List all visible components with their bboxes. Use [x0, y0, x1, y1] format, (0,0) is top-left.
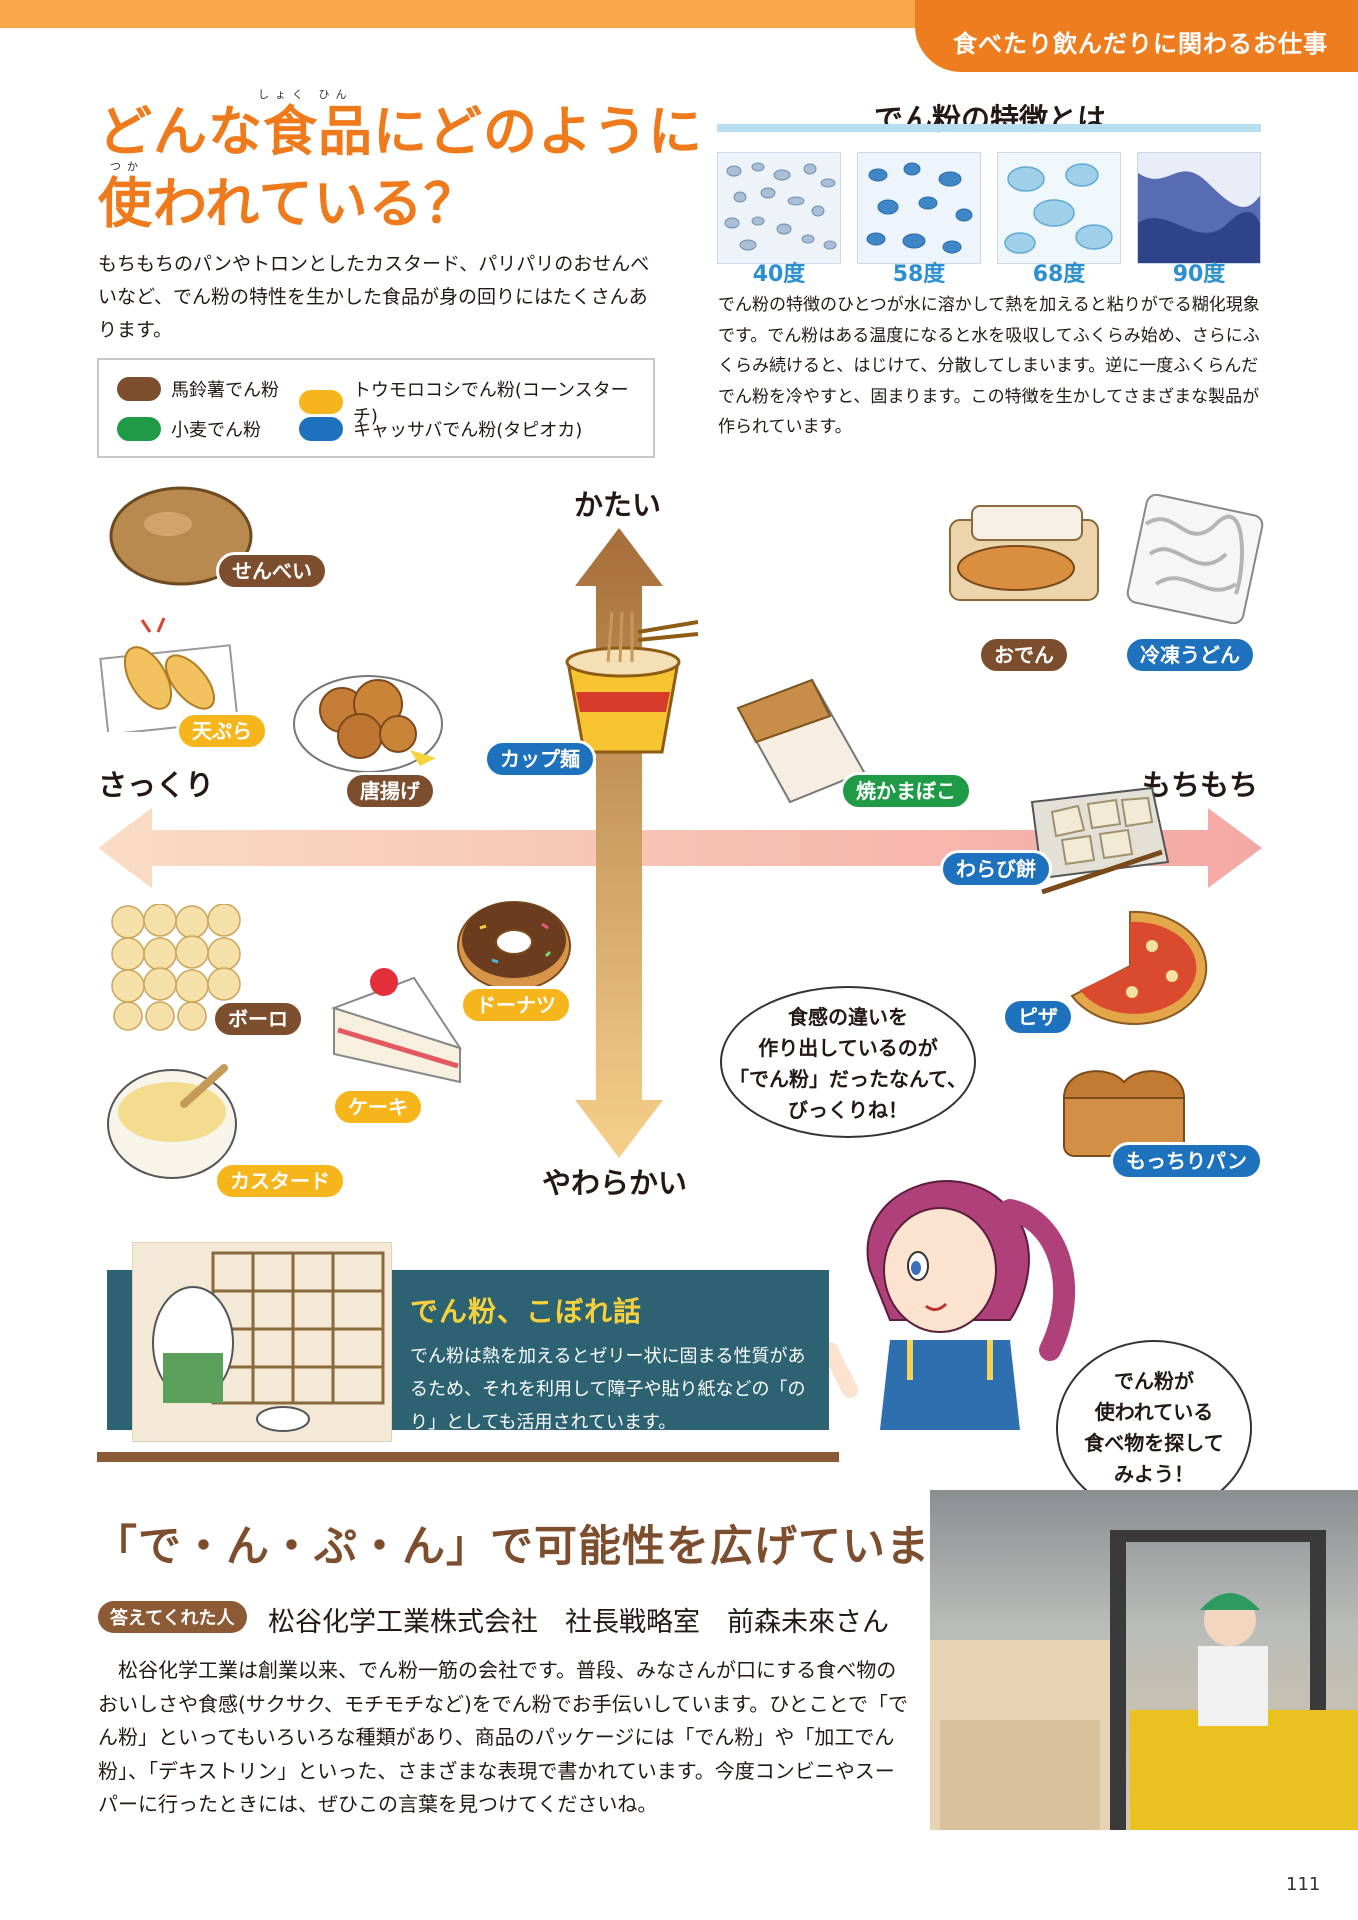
bubble-line: みよう！	[1114, 1462, 1194, 1486]
bubble-line: 作り出しているのが	[758, 1036, 938, 1060]
page-title-line1: どんな食品にどのように	[98, 100, 703, 163]
food-tag-pizza: ピザ	[1002, 998, 1074, 1036]
temp-label-58: 58度	[892, 262, 946, 287]
food-tag-tempura: 天ぷら	[176, 712, 268, 750]
axis-label-crispy: さっくり	[98, 768, 215, 802]
bubble-line: でん粉が	[1114, 1369, 1194, 1393]
respondent-name: 松谷化学工業株式会社 社長戦略室 前森未來さん	[268, 1607, 889, 1638]
food-tag-warabi-mochi: わらび餅	[940, 850, 1052, 888]
bread-illustration	[1062, 1070, 1186, 1157]
temp-label-40: 40度	[752, 262, 806, 287]
oden-illustration	[949, 505, 1099, 601]
forklift-icon	[930, 1530, 1358, 1830]
warabi-mochi-illustration	[1030, 786, 1170, 895]
section2-title-text: 「で・ん・ぷ・ん」で可能性を広げています	[94, 1522, 974, 1572]
legend-label: 小麦でん粉	[171, 420, 261, 441]
bolo-illustration	[111, 904, 241, 1031]
food-tag-bolo: ボーロ	[212, 1000, 304, 1038]
axis-label-soft: やわらかい	[542, 1166, 688, 1200]
section-header: 食べたり飲んだりに関わるお仕事	[915, 0, 1358, 72]
micrograph-icon	[1004, 163, 1113, 254]
pizza-illustration	[1070, 910, 1208, 1025]
bubble-line: 食べ物を探して	[1084, 1431, 1224, 1455]
girl-character-illustration	[822, 1180, 1075, 1430]
section-title: 食べたり飲んだりに関わるお仕事	[953, 30, 1328, 58]
temp-label-90: 90度	[1172, 262, 1226, 287]
forklift-photo	[930, 1490, 1358, 1830]
karaage-illustration	[293, 675, 443, 773]
cake-illustration	[330, 968, 463, 1084]
micrograph-icon	[866, 162, 973, 254]
bubble-line: 使われている	[1094, 1400, 1214, 1424]
bubble-line: 食感の違いを	[788, 1005, 908, 1029]
features-underline	[717, 124, 1261, 132]
starch-micrograph-58	[857, 152, 981, 264]
senbei-illustration	[109, 486, 253, 586]
page-number: 111	[1286, 1874, 1321, 1895]
starch-micrograph-68	[997, 152, 1121, 264]
shoji-illustration	[132, 1242, 392, 1442]
temp-label-68: 68度	[1032, 262, 1086, 287]
speech-bubble-search: でん粉が 使われている 食べ物を探して みよう！	[1056, 1340, 1252, 1516]
story-title: でん粉、こぼれ話	[410, 1295, 643, 1328]
legend-item-cassava: キャッサバでん粉(タピオカ)	[299, 416, 582, 442]
legend-item-corn: トウモロコシでん粉(コーンスターチ)	[299, 376, 653, 428]
legend-item-potato: 馬鈴薯でん粉	[117, 376, 279, 402]
bubble-line: 「でん粉」だったなんて、	[729, 1067, 967, 1091]
custard-illustration	[107, 1064, 237, 1179]
axis-label-hard: かたい	[574, 488, 662, 522]
legend-swatch	[299, 390, 343, 414]
shoji-icon	[152, 1251, 385, 1432]
legend-label: 馬鈴薯でん粉	[171, 380, 279, 401]
donut-illustration	[457, 901, 571, 991]
micrograph-icon	[1138, 171, 1260, 263]
respondent-badge: 答えてくれた人	[98, 1601, 247, 1633]
legend-label: トウモロコシでん粉(コーンスターチ)	[352, 380, 629, 427]
features-text: でん粉の特徴のひとつが水に溶かして熱を加えると粘りがでる糊化現象です。でん粉はあ…	[718, 295, 1260, 437]
page-title-line2: 使われている？	[98, 172, 479, 235]
page-title: どんな食品にどのように 使われている？	[98, 96, 703, 240]
starch-micrograph-40	[717, 152, 841, 264]
food-tag-frozen-udon: 冷凍うどん	[1124, 636, 1256, 674]
food-tag-senbei: せんべい	[216, 552, 328, 590]
section2-body: 松谷化学工業は創業以来、でん粉一筋の会社です。普段、みなさんが口にする食べ物のお…	[98, 1658, 909, 1816]
frozen-udon-illustration	[1126, 494, 1264, 624]
legend-item-wheat: 小麦でん粉	[117, 416, 261, 442]
story-text: でん粉は熱を加えるとゼリー状に固まる性質があるため、それを利用して障子や貼り紙な…	[410, 1346, 806, 1433]
axis-label-chewy: もちもち	[1142, 768, 1259, 802]
title-ruby-2: つか	[110, 160, 144, 173]
starch-micrograph-90	[1137, 152, 1261, 264]
bubble-line: びっくりね！	[788, 1098, 908, 1122]
cup-noodle-illustration	[565, 612, 698, 754]
food-tag-yaki-kamaboko: 焼かまぼこ	[840, 772, 972, 810]
legend-swatch	[117, 377, 161, 401]
food-tag-karaage: 唐揚げ	[344, 772, 436, 810]
food-tag-bread: もっちりパン	[1110, 1142, 1263, 1180]
food-tag-oden: おでん	[978, 636, 1070, 674]
micrograph-icon	[724, 162, 837, 251]
speech-bubble-texture: 食感の違いを 作り出しているのが 「でん粉」だったなんて、 びっくりね！	[720, 986, 976, 1138]
food-tag-cup-noodle: カップ麺	[484, 740, 596, 778]
intro-text: もちもちのパンやトロンとしたカスタード、パリパリのおせんべいなど、でん粉の特性を…	[98, 253, 650, 341]
story-shelf	[97, 1452, 839, 1462]
section2-title: 「で・ん・ぷ・ん」で可能性を広げています	[94, 1512, 980, 1574]
food-tag-custard: カスタード	[214, 1162, 346, 1200]
legend-label: キャッサバでん粉(タピオカ)	[353, 420, 583, 441]
legend-swatch	[299, 417, 343, 441]
header-strip	[0, 0, 930, 28]
legend-swatch	[117, 417, 161, 441]
food-tag-donut: ドーナツ	[460, 986, 572, 1024]
title-ruby-1: しょく ひん	[258, 88, 353, 101]
starch-legend: 馬鈴薯でん粉 トウモロコシでん粉(コーンスターチ) 小麦でん粉 キャッサバでん粉…	[97, 358, 655, 458]
food-tag-cake: ケーキ	[332, 1088, 424, 1126]
horizontal-arrow	[98, 808, 1262, 888]
